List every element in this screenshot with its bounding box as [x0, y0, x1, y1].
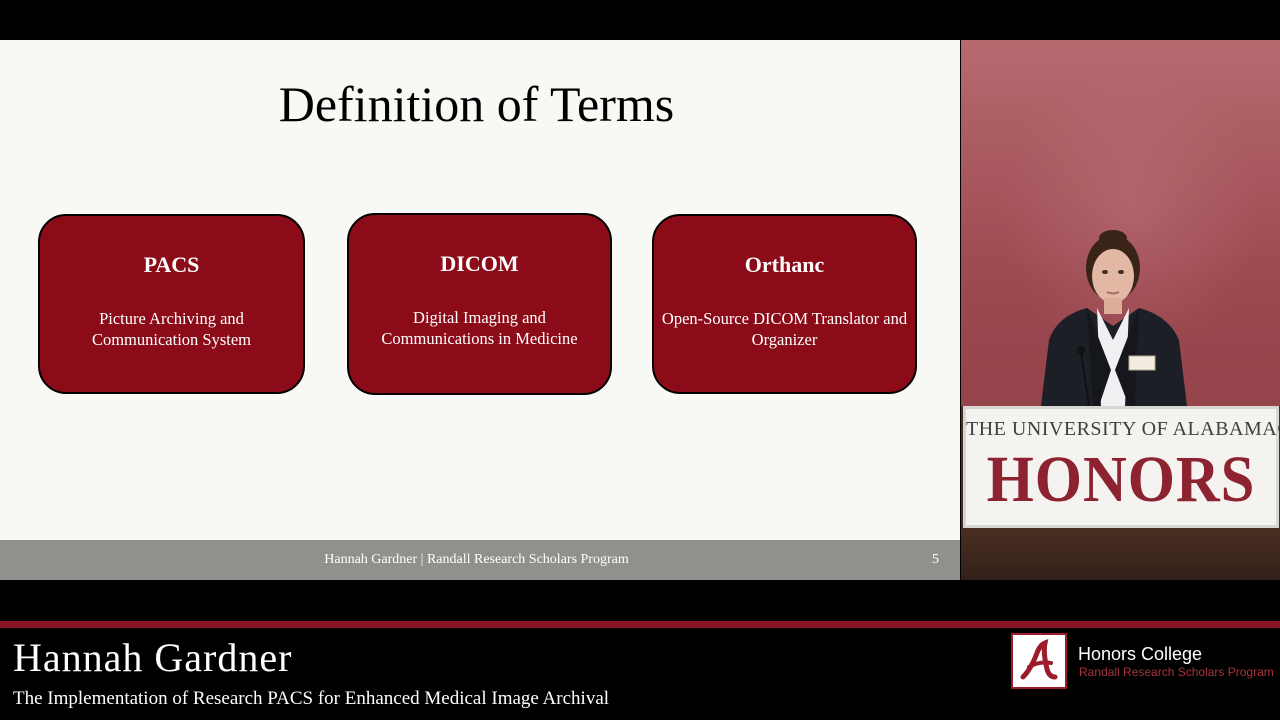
podium-base — [961, 528, 1280, 580]
term-name: Orthanc — [744, 252, 825, 277]
lower-third: Hannah Gardner The Implementation of Res… — [0, 628, 1280, 720]
alabama-a-logo-icon — [1011, 633, 1067, 689]
top-letterbox — [0, 0, 1280, 40]
term-name: DICOM — [440, 251, 519, 276]
term-name: PACS — [143, 252, 200, 277]
lower-third-stripe — [0, 621, 1280, 628]
podium: THE UNIVERSITY OF ALABAMA® HONORS — [961, 406, 1280, 580]
program-name: Randall Research Scholars Program — [1079, 665, 1274, 679]
presentation-slide: Definition of Terms PACS Picture Archivi… — [0, 40, 960, 580]
script-a-icon — [1017, 639, 1061, 683]
slide-footer: Hannah Gardner | Randall Research Schola… — [0, 540, 960, 580]
footer-text: Hannah Gardner | Randall Research Schola… — [324, 552, 629, 567]
term-card-dicom: DICOM Digital Imaging and Communications… — [347, 213, 612, 395]
speaker-video: THE UNIVERSITY OF ALABAMA® HONORS — [961, 40, 1280, 580]
term-card-orthanc: Orthanc Open-Source DICOM Translator and… — [652, 214, 917, 394]
college-name: Honors College — [1078, 644, 1203, 664]
podium-sign: THE UNIVERSITY OF ALABAMA® HONORS — [963, 406, 1280, 528]
term-definition: Open-Source DICOM Translator and Organiz… — [661, 309, 908, 349]
podium-university-text: THE UNIVERSITY OF ALABAMA® — [966, 418, 1280, 440]
page-number: 5 — [932, 552, 939, 567]
podium-honors-text: HONORS — [986, 443, 1256, 516]
slide-title: Definition of Terms — [278, 76, 675, 132]
term-definition: Picture Archiving and Communication Syst… — [91, 309, 252, 349]
term-definition: Digital Imaging and Communications in Me… — [381, 308, 578, 348]
speaker-name: Hannah Gardner — [13, 635, 293, 680]
wall-highlight — [1001, 60, 1261, 360]
term-card-pacs: PACS Picture Archiving and Communication… — [38, 214, 305, 394]
speaker-figure — [1041, 230, 1187, 407]
talk-title: The Implementation of Research PACS for … — [13, 688, 610, 709]
